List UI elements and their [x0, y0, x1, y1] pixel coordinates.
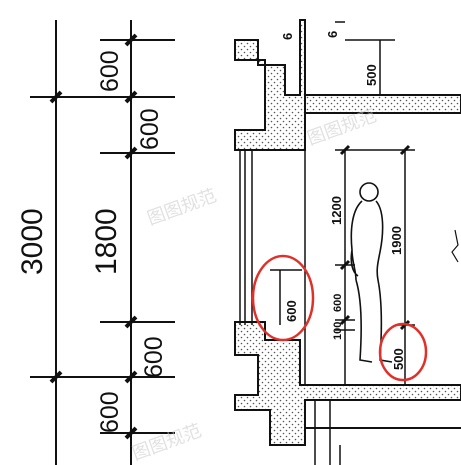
highlight-circle-floor: [378, 322, 428, 382]
top-label-3: 500: [364, 64, 379, 86]
top-dim-lines: [335, 21, 395, 95]
segment-label-1: 600: [96, 50, 124, 92]
interior-lines: [304, 113, 341, 465]
top-label-1: 6: [280, 33, 295, 40]
middle-height-label: 1800: [90, 208, 123, 275]
break-line: [451, 229, 459, 263]
human-figure: [350, 182, 393, 363]
segment-label-2: 600: [136, 108, 164, 150]
watermark: 图图规范: [130, 420, 205, 464]
segment-label-3: 600: [140, 336, 168, 378]
total-height-label: 3000: [16, 208, 49, 275]
floor-offset-label: 500: [391, 348, 406, 370]
window-dim-label: 600: [284, 300, 299, 322]
upper-slab: [234, 19, 461, 151]
top-label-2: 6: [325, 31, 340, 38]
head-zone-label: 1200: [329, 196, 344, 225]
eye-height-label: 1900: [389, 226, 404, 255]
segment-label-4: 600: [96, 391, 124, 433]
base-zone-label: 100: [332, 322, 344, 340]
dimension-ticks: [49, 33, 138, 440]
window-frame: [239, 150, 253, 325]
lower-slab: [234, 321, 461, 446]
figure-dim-ticks: [339, 144, 411, 331]
watermark: 图图规范: [145, 185, 220, 229]
highlight-circle-window: [251, 254, 315, 342]
window-dim-lines: [270, 269, 302, 325]
sill-zone-label: 600: [332, 294, 344, 312]
